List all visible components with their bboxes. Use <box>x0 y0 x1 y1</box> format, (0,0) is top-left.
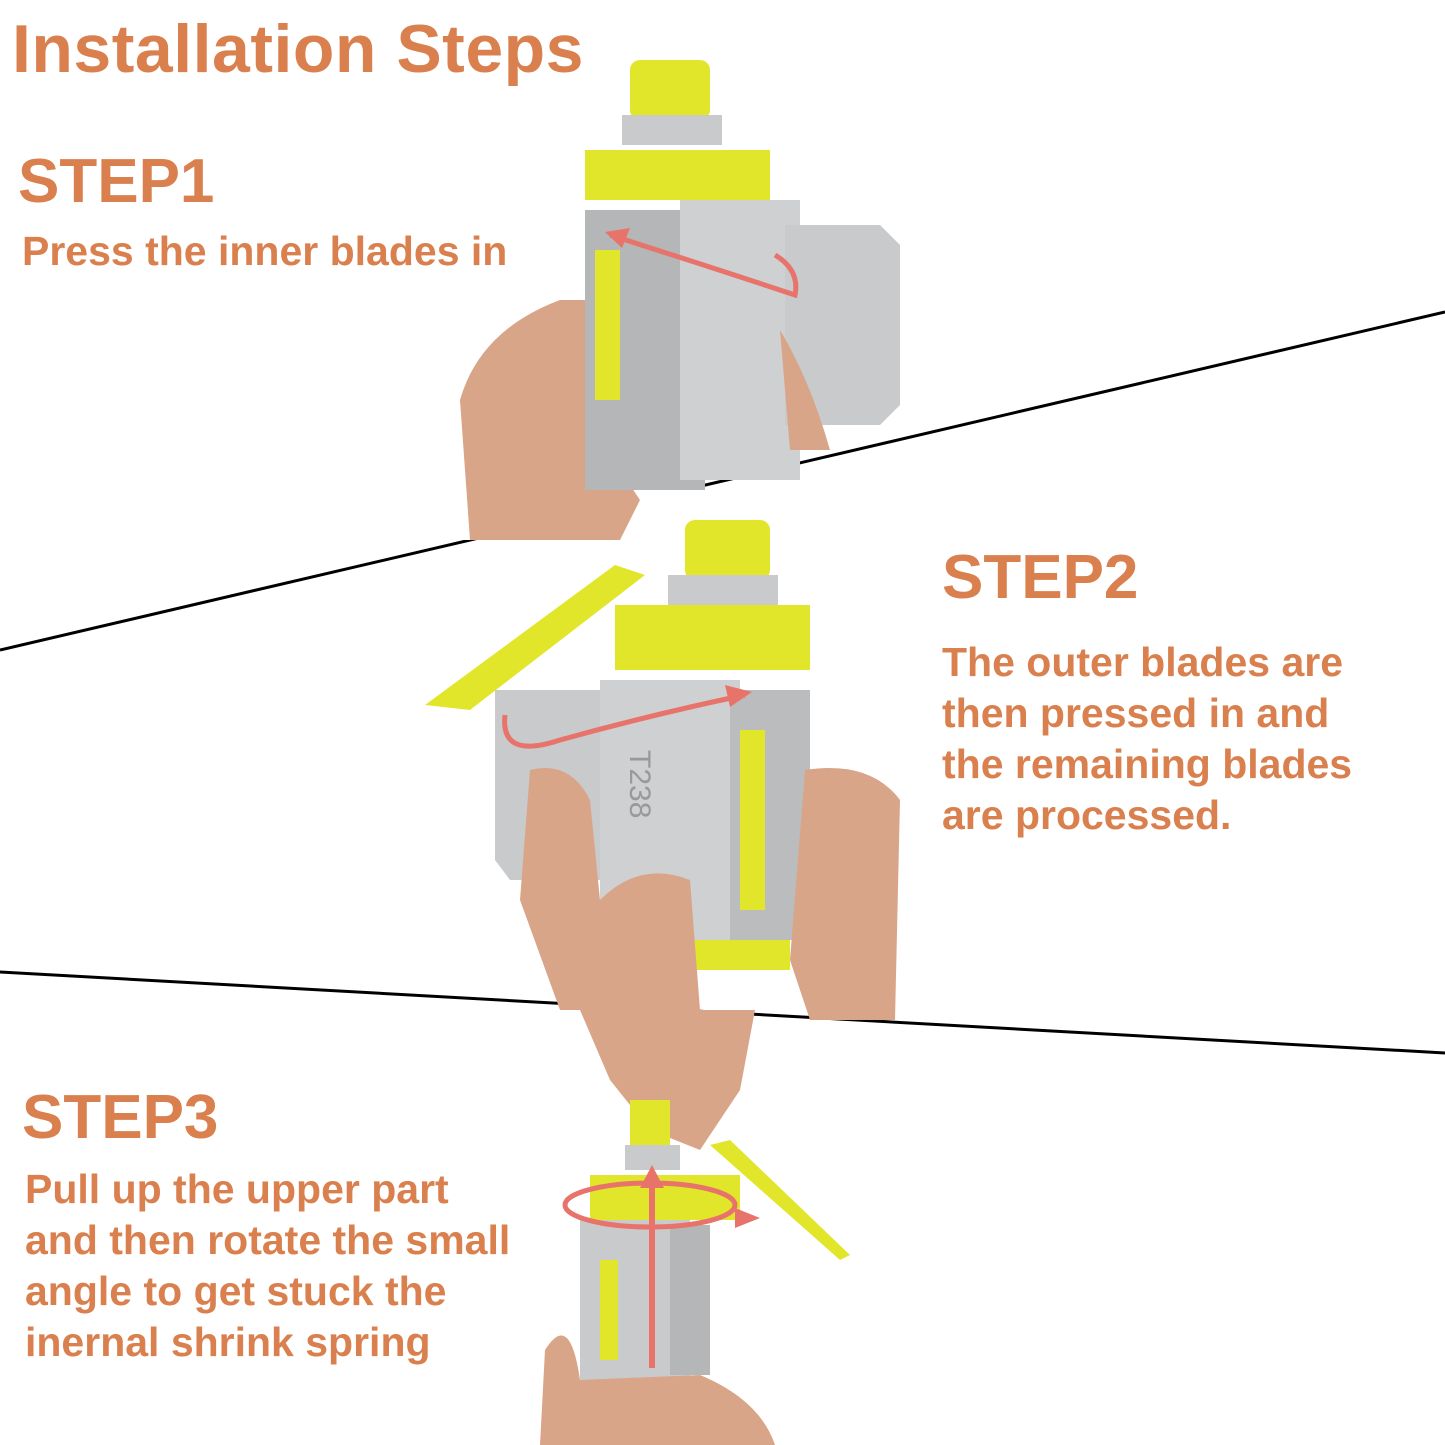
step3-line: angle to get stuck the <box>25 1268 447 1314</box>
step1-photo <box>455 60 900 540</box>
step3-photo <box>540 1010 850 1445</box>
step1-description: Press the inner blades in <box>22 226 507 277</box>
step1-line: Press the inner blades in <box>22 228 508 274</box>
step2-line: the remaining blades <box>942 741 1353 787</box>
step3-label: STEP3 <box>22 1083 219 1152</box>
step3-description: Pull up the upper part and then rotate t… <box>25 1164 510 1368</box>
product-marking: T238 <box>623 750 656 818</box>
step2-description: The outer blades are then pressed in and… <box>942 637 1352 841</box>
step3-line: Pull up the upper part <box>25 1166 449 1212</box>
page-title: Installation Steps <box>12 11 584 87</box>
step2-label: STEP2 <box>942 543 1139 612</box>
step2-line: The outer blades are <box>942 639 1344 685</box>
step3-line: inernal shrink spring <box>25 1319 431 1365</box>
step2-line: then pressed in and <box>942 690 1330 736</box>
step2-line: are processed. <box>942 792 1232 838</box>
step2-photo: T238 <box>425 520 900 1020</box>
step1-label: STEP1 <box>18 147 215 216</box>
step3-line: and then rotate the small <box>25 1217 511 1263</box>
divider-line-1 <box>0 310 1445 652</box>
